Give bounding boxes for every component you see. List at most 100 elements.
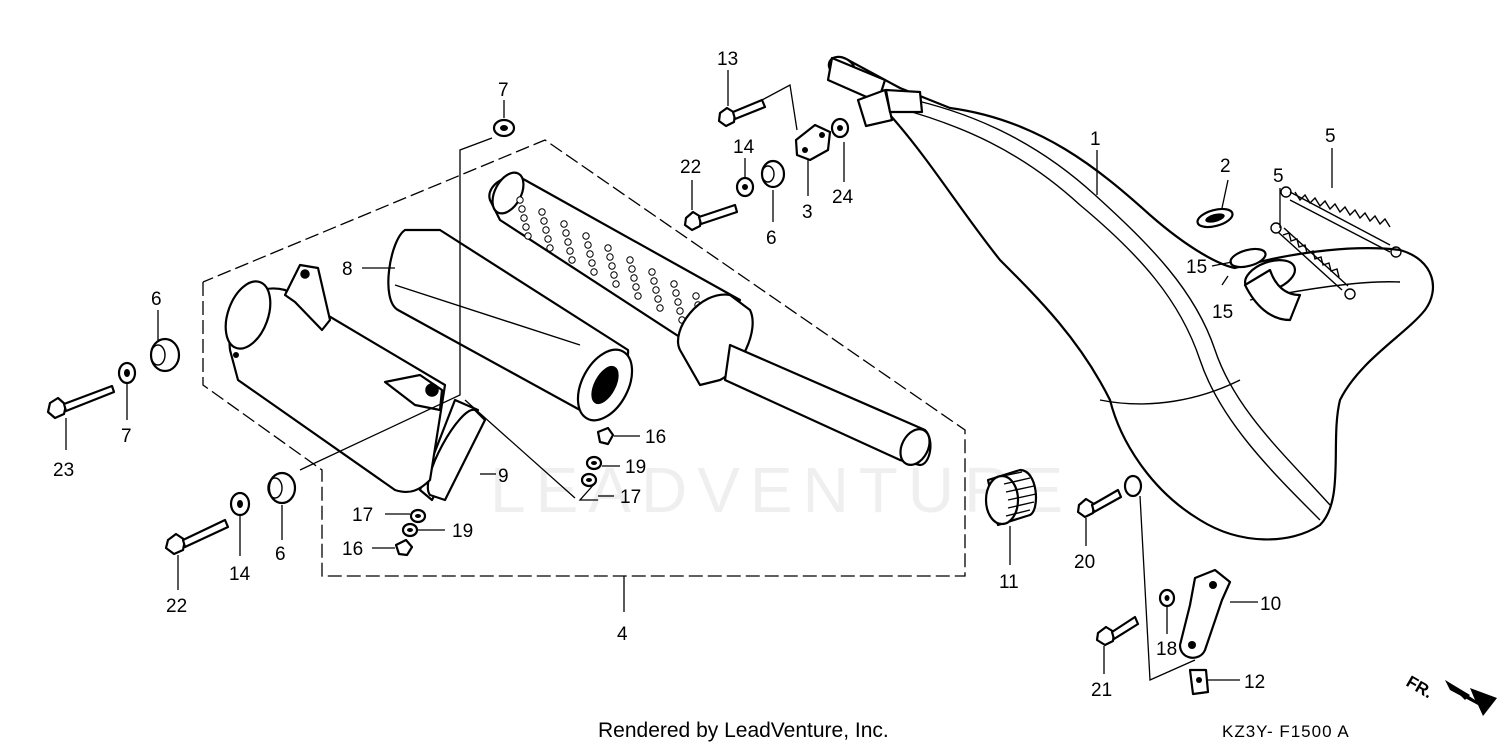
callout-1: 1 — [1090, 129, 1101, 150]
callout-22b: 22 — [680, 157, 701, 178]
washer-part-14-lower[interactable] — [229, 491, 251, 517]
callout-18: 18 — [1156, 639, 1177, 660]
perforation-hole — [584, 241, 592, 249]
perforation-hole — [588, 259, 596, 267]
callout-6b: 6 — [275, 544, 286, 565]
callout-13: 13 — [717, 49, 738, 70]
bolt-part-22-lower[interactable] — [164, 518, 230, 556]
grommet-part-6-left[interactable] — [149, 337, 181, 373]
perforation-hole — [564, 238, 572, 246]
direction-label: FR. — [1403, 672, 1436, 702]
perforation-hole — [542, 226, 550, 234]
perforation-hole — [652, 286, 660, 294]
callout-11: 11 — [999, 572, 1019, 593]
spring-part-5a[interactable] — [1280, 186, 1402, 258]
expansion-chamber[interactable] — [846, 58, 1434, 541]
collar-part-7-top[interactable] — [492, 118, 516, 138]
perforation-hole — [626, 256, 634, 264]
callout-7b: 7 — [498, 80, 509, 101]
callout-15b: 15 — [1212, 302, 1233, 323]
callout-12: 12 — [1244, 672, 1265, 693]
bolt-part-23[interactable] — [46, 384, 116, 420]
callout-10: 10 — [1260, 594, 1281, 615]
callout-22a: 22 — [166, 596, 187, 617]
collar-part-7-left[interactable] — [117, 361, 137, 385]
bolt-part-22-upper[interactable] — [683, 203, 739, 232]
perforated-inner-pipe[interactable] — [486, 167, 935, 469]
perforation-hole — [628, 265, 636, 273]
nut-part-19-lower[interactable] — [401, 522, 419, 538]
front-direction-arrow: FR. — [1403, 672, 1497, 716]
callout-6c: 6 — [766, 228, 777, 249]
perforation-hole — [544, 235, 552, 243]
bolt-part-16-lower[interactable] — [394, 538, 414, 557]
grommet-part-6-lower[interactable] — [267, 471, 297, 505]
washer-part-18[interactable] — [1158, 588, 1176, 608]
callout-17b: 17 — [352, 505, 373, 526]
perforation-hole — [604, 244, 612, 252]
washer-part-17-lower[interactable] — [409, 508, 427, 524]
perforation-hole — [540, 217, 548, 225]
perforation-hole — [634, 292, 642, 300]
perforation-hole — [676, 307, 684, 315]
perforation-hole — [674, 298, 682, 306]
perforation-hole — [630, 274, 638, 282]
washer-part-14-upper[interactable] — [735, 176, 755, 198]
footer-credit: Rendered by LeadVenture, Inc. — [598, 719, 889, 742]
perforation-hole — [562, 229, 570, 237]
callout-6a: 6 — [151, 289, 162, 310]
callout-15a: 15 — [1186, 257, 1207, 278]
perforation-hole — [560, 220, 568, 228]
chamber-outlet — [1243, 259, 1302, 322]
callout-14a: 14 — [229, 564, 251, 585]
muffler-packing-part-8[interactable] — [387, 228, 643, 429]
perforation-hole — [582, 232, 590, 240]
perforation-hole — [524, 232, 532, 240]
callout-21: 21 — [1091, 680, 1112, 701]
callout-17a: 17 — [620, 487, 641, 508]
bolt-part-21[interactable] — [1095, 615, 1140, 647]
nut-part-24[interactable] — [830, 117, 850, 139]
callout-20: 20 — [1074, 552, 1095, 573]
perforation-hole — [692, 292, 700, 300]
clamp-part-12[interactable] — [1188, 668, 1210, 696]
nut-part-19-upper[interactable] — [585, 455, 603, 471]
perforation-hole — [612, 280, 620, 288]
mounting-bracket-part-10[interactable] — [1178, 568, 1232, 659]
perforation-hole — [610, 271, 618, 279]
callout-24: 24 — [832, 187, 854, 208]
bolt-part-16-upper[interactable] — [596, 426, 615, 446]
callout-19b: 19 — [452, 521, 473, 542]
bolt-part-13[interactable] — [717, 98, 767, 128]
bracket-plate-part-3[interactable] — [794, 123, 832, 162]
perforation-hole — [672, 289, 680, 297]
gasket-part-small-chamber — [1123, 474, 1143, 498]
perforation-hole — [538, 208, 546, 216]
callout-5a: 5 — [1325, 126, 1336, 147]
callout-16a: 16 — [645, 427, 666, 448]
muffler-body[interactable] — [217, 263, 447, 494]
perforation-hole — [632, 283, 640, 291]
perforation-hole — [654, 295, 662, 303]
perforation-hole — [520, 214, 528, 222]
perforation-hole — [586, 250, 594, 258]
rubber-bushing-part-11[interactable] — [984, 468, 1037, 527]
perforation-hole — [522, 223, 530, 231]
callout-5b: 5 — [1273, 166, 1284, 187]
grommet-part-6-upper[interactable] — [760, 159, 786, 189]
bolt-part-20[interactable] — [1076, 488, 1123, 519]
watermark-text: LEADVENTURE — [490, 454, 1073, 526]
perforation-hole — [608, 262, 616, 270]
washer-part-17-upper[interactable] — [580, 472, 598, 488]
perforation-hole — [650, 277, 658, 285]
perforation-hole — [566, 247, 574, 255]
spring-part-5b[interactable] — [1270, 222, 1356, 300]
perforation-hole — [568, 256, 576, 264]
callout-16b: 16 — [342, 539, 363, 560]
callout-9: 9 — [498, 466, 509, 487]
callout-19a: 19 — [625, 457, 646, 478]
perforation-hole — [518, 205, 526, 213]
perforation-hole — [656, 304, 664, 312]
perforation-hole — [648, 268, 656, 276]
